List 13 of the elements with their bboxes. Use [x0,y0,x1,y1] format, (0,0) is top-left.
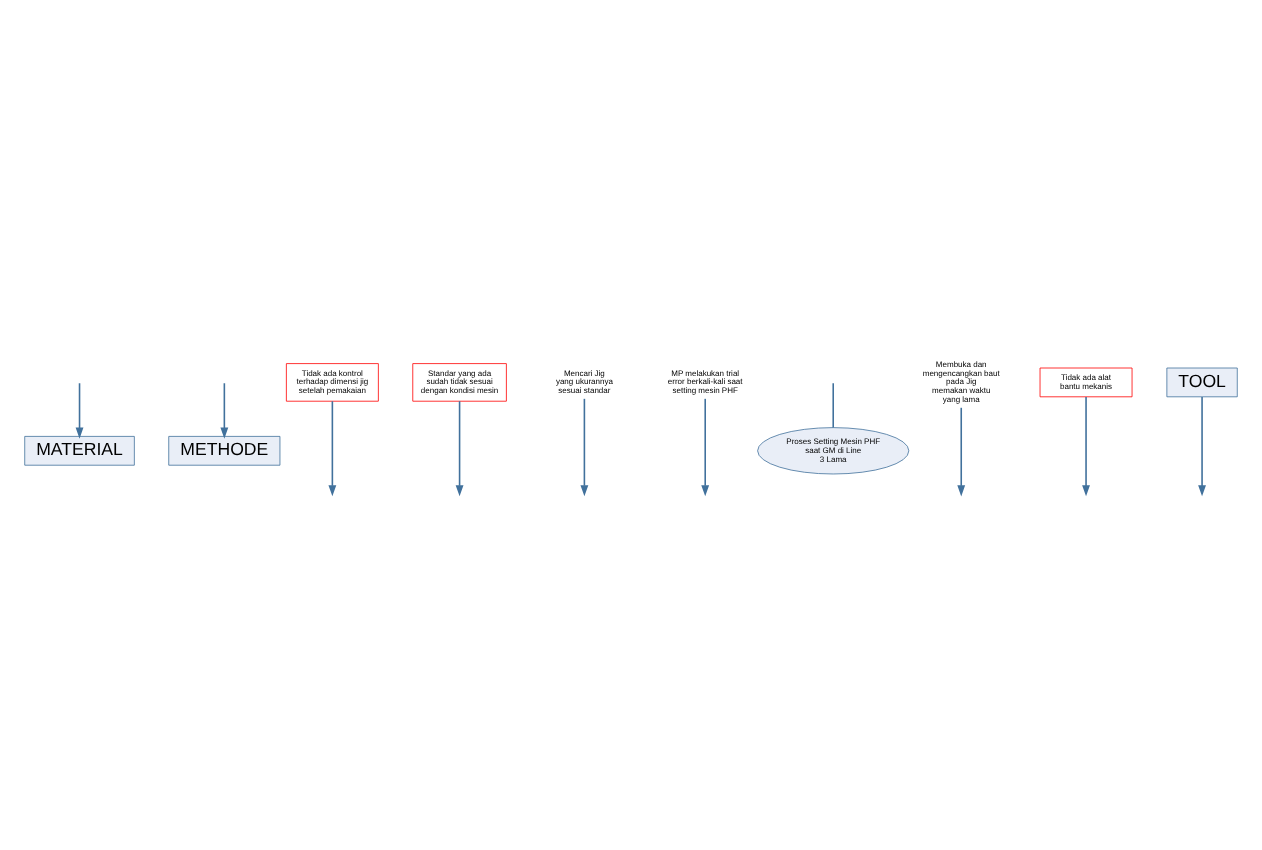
node-box: TOOL [1166,366,1238,397]
node-box: MATERIAL [24,435,135,465]
arrow [75,381,84,438]
arrow [220,381,229,438]
arrow [701,397,710,496]
node-box: METHODE [168,435,281,465]
arrow [1082,395,1090,496]
connector [832,381,834,428]
arrow [328,399,337,496]
arrow [580,397,589,496]
arrow [455,399,464,496]
arrow [957,406,966,496]
arrow [1198,395,1206,496]
